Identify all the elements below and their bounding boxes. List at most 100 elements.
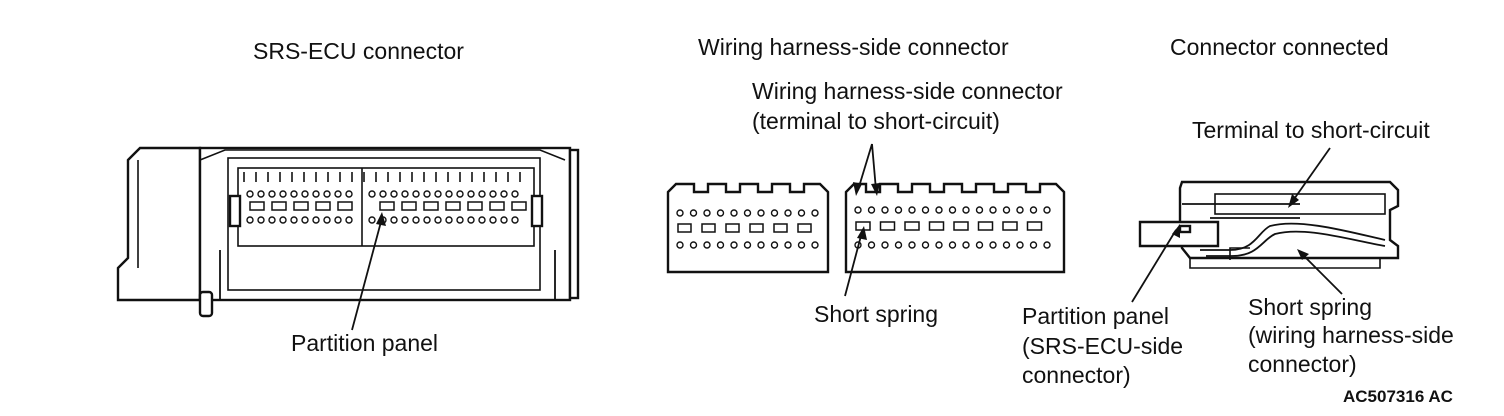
partition-panel-side-label-2: (SRS-ECU-side bbox=[1022, 333, 1184, 359]
terminal-pin bbox=[246, 216, 254, 224]
terminal-pin bbox=[797, 241, 806, 249]
harness-terminal-label-2: (terminal to short-circuit) bbox=[752, 108, 1000, 134]
terminal-slot bbox=[749, 223, 764, 233]
terminal-pin bbox=[257, 190, 265, 198]
terminal-pin bbox=[423, 190, 431, 198]
terminal-pin bbox=[467, 216, 475, 224]
terminal-pin bbox=[323, 216, 331, 224]
terminal-pin bbox=[246, 190, 254, 198]
terminal-pin bbox=[757, 209, 765, 217]
terminal-pin bbox=[881, 241, 889, 249]
terminal-pin bbox=[301, 190, 309, 198]
harness-terminals bbox=[676, 206, 1051, 249]
terminal-pin bbox=[921, 206, 930, 214]
terminal-slot bbox=[511, 201, 527, 211]
terminal-pin bbox=[478, 216, 486, 224]
terminal-pin bbox=[1016, 206, 1024, 214]
terminal-pin bbox=[1043, 241, 1051, 249]
terminal-pin bbox=[1002, 206, 1011, 214]
terminal-pin bbox=[894, 241, 903, 249]
terminal-pin bbox=[676, 209, 684, 217]
terminal-slot bbox=[797, 223, 812, 233]
leader-lines bbox=[351, 143, 1343, 331]
terminal-pin bbox=[390, 216, 398, 224]
terminal-pin bbox=[500, 216, 508, 224]
terminal-pin bbox=[401, 190, 409, 198]
terminal-pin bbox=[935, 206, 943, 214]
harness-connector-left bbox=[666, 182, 830, 274]
terminal-pin bbox=[290, 216, 298, 224]
terminal-pin bbox=[279, 216, 287, 224]
terminal-pin bbox=[334, 216, 342, 224]
terminal-slot bbox=[773, 223, 788, 233]
terminal-pin bbox=[867, 241, 876, 249]
terminal-slot bbox=[977, 221, 994, 231]
terminal-pin bbox=[279, 190, 287, 198]
terminal-pin bbox=[989, 206, 997, 214]
terminal-pin bbox=[730, 209, 738, 217]
srs-ecu-heading: SRS-ECU connector bbox=[253, 38, 464, 64]
srs-ecu-terminals bbox=[243, 172, 527, 224]
terminal-pin bbox=[401, 216, 409, 224]
terminal-pin bbox=[757, 241, 765, 249]
terminal-pin bbox=[716, 241, 725, 249]
terminal-pin bbox=[268, 190, 276, 198]
terminal-pin bbox=[703, 209, 711, 217]
terminal-pin bbox=[412, 190, 420, 198]
terminal-pin bbox=[301, 216, 309, 224]
terminal-pin bbox=[312, 216, 320, 224]
terminal-pin bbox=[489, 216, 497, 224]
terminal-slot bbox=[271, 201, 287, 211]
terminal-pin bbox=[323, 190, 331, 198]
short-spring-side-label-1: Short spring bbox=[1248, 294, 1373, 320]
terminal-slot bbox=[337, 201, 353, 211]
terminal-pin bbox=[770, 209, 779, 217]
terminal-pin bbox=[423, 216, 431, 224]
terminal-pin bbox=[290, 190, 298, 198]
terminal-pin bbox=[975, 241, 984, 249]
terminal-pin bbox=[1043, 206, 1051, 214]
terminal-slot bbox=[249, 201, 265, 211]
partition-panel-side-label-1: Partition panel bbox=[1022, 303, 1170, 329]
terminal-pin bbox=[257, 216, 265, 224]
terminal-pin bbox=[334, 190, 342, 198]
terminal-pin bbox=[368, 190, 376, 198]
terminal-pin bbox=[770, 241, 779, 249]
terminal-pin bbox=[784, 241, 792, 249]
terminal-slot bbox=[677, 223, 692, 233]
terminal-pin bbox=[962, 206, 970, 214]
srs-ecu-housing bbox=[116, 146, 580, 318]
terminal-pin bbox=[962, 241, 970, 249]
terminal-pin bbox=[511, 190, 519, 198]
terminal-pin bbox=[345, 190, 353, 198]
terminal-slot bbox=[293, 201, 309, 211]
terminal-slot bbox=[1026, 221, 1043, 231]
terminal-slot bbox=[401, 201, 417, 211]
terminal-slot bbox=[467, 201, 483, 211]
terminal-pin bbox=[434, 216, 442, 224]
terminal-pin bbox=[434, 190, 442, 198]
short-spring-side-label-3: connector) bbox=[1248, 351, 1357, 377]
terminal-pin bbox=[379, 190, 387, 198]
terminal-pin bbox=[989, 241, 997, 249]
terminal-pin bbox=[345, 216, 353, 224]
terminal-slot bbox=[315, 201, 331, 211]
terminal-slot bbox=[423, 201, 439, 211]
harness-heading: Wiring harness-side connector bbox=[698, 34, 1009, 60]
terminal-pin bbox=[1016, 241, 1024, 249]
terminal-pin bbox=[867, 206, 876, 214]
connected-assembly bbox=[1138, 180, 1400, 269]
terminal-pin bbox=[456, 216, 464, 224]
terminal-pin bbox=[935, 241, 943, 249]
terminal-pin bbox=[743, 241, 752, 249]
terminal-slot bbox=[953, 221, 969, 231]
terminal-pin bbox=[467, 190, 475, 198]
terminal-pin bbox=[730, 241, 738, 249]
terminal-pin bbox=[456, 190, 464, 198]
terminal-pin bbox=[703, 241, 711, 249]
harness-terminal-label-1: Wiring harness-side connector bbox=[752, 78, 1063, 104]
terminal-pin bbox=[689, 209, 698, 217]
terminal-pin bbox=[811, 241, 819, 249]
figure-code: AC507316 AC bbox=[1343, 387, 1453, 406]
